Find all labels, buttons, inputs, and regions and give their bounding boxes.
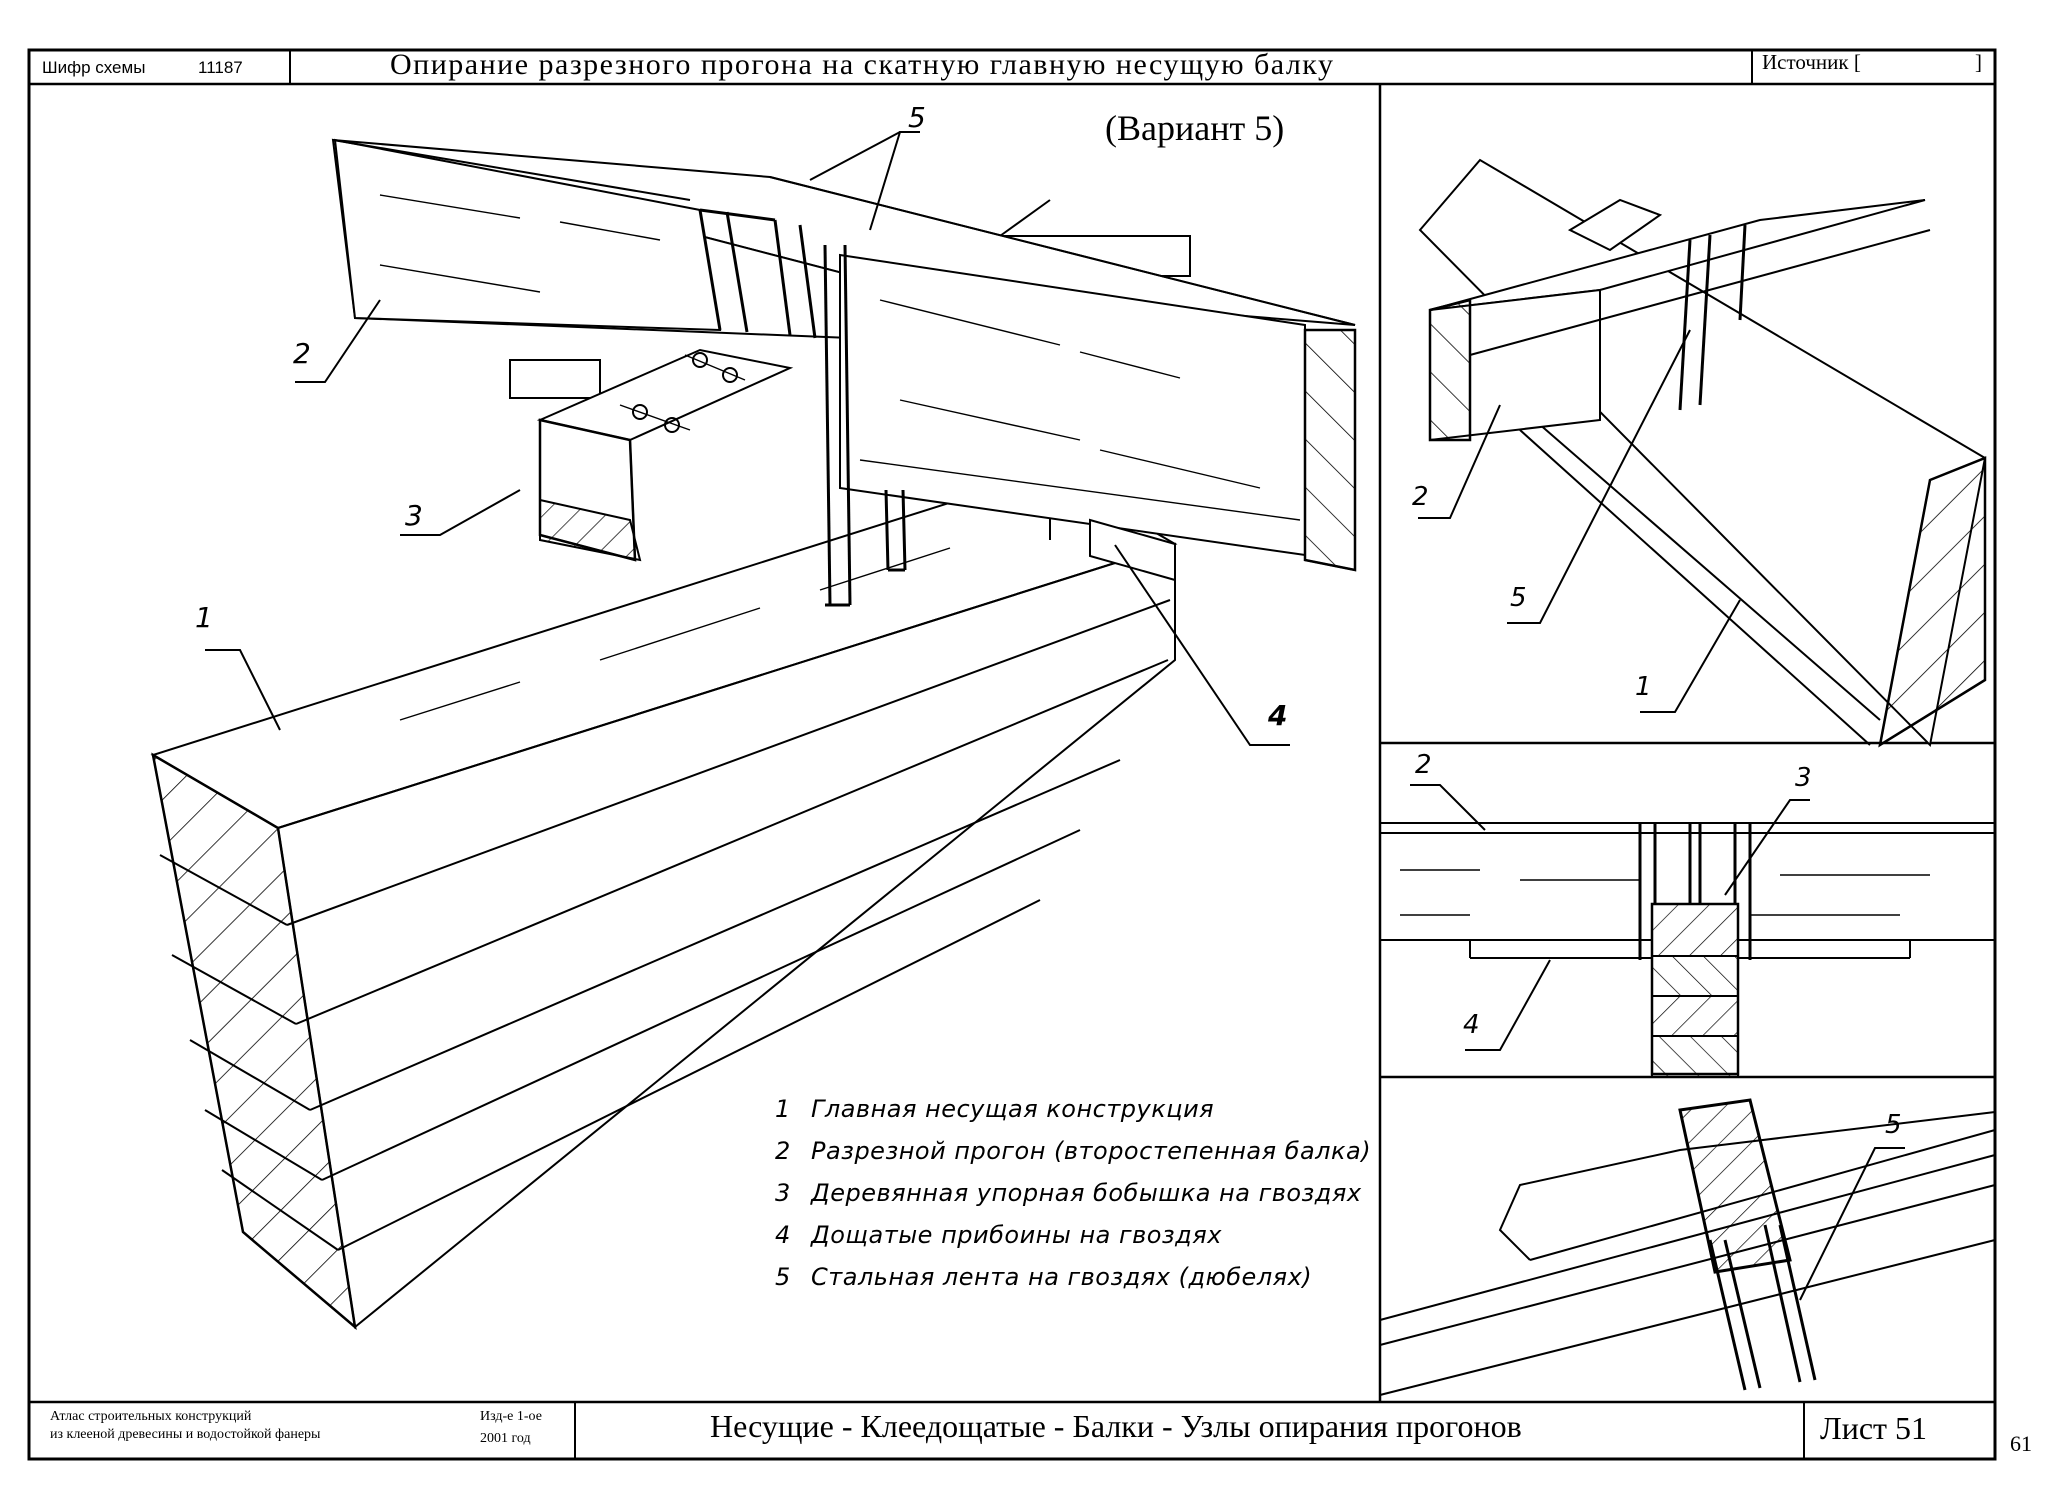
callout-r3-5: 5 [1885, 1110, 1903, 1140]
callout-r1-2: 2 [1412, 482, 1430, 512]
atlas-line-1: Атлас строительных конструкций [50, 1409, 252, 1424]
callout-r1-1: 1 [1635, 672, 1653, 702]
main-view [150, 138, 1357, 1331]
main-leaders [205, 131, 1290, 746]
scheme-label: Шифр схемы [42, 58, 146, 77]
purlin [331, 138, 1357, 572]
source-label: Источник [ [1762, 50, 1861, 74]
right-bottom-leaders [1799, 1147, 1905, 1301]
callout-r2-2: 2 [1415, 750, 1433, 780]
right-bottom-view [1379, 1098, 1996, 1396]
source-close: ] [1975, 50, 1982, 74]
edition: Изд-е 1-ое [480, 1409, 542, 1424]
right-top-leaders [1418, 329, 1741, 713]
breadcrumb: Несущие - Клеедощатые - Балки - Узлы опи… [710, 1408, 1522, 1444]
year: 2001 год [480, 1431, 531, 1446]
stop-block [536, 348, 794, 562]
callout-main-2: 2 [293, 337, 312, 370]
steel-bands [698, 208, 907, 607]
page-number: 61 [2010, 1431, 2032, 1456]
callout-main-4: 4 [1268, 699, 1288, 732]
variant-label: (Вариант 5) [1105, 108, 1285, 148]
right-top-view [1418, 158, 1987, 748]
sheet-number: Лист 51 [1820, 1410, 1928, 1446]
main-beam [150, 469, 1178, 1331]
callout-r2-3: 3 [1795, 763, 1813, 793]
sheet-frame [27, 48, 1997, 1461]
atlas-line-2: из клееной древесины и водостойкой фанер… [50, 1427, 321, 1442]
right-mid-leaders [1410, 784, 1810, 1051]
callout-r2-4: 4 [1463, 1010, 1481, 1040]
callout-main-3: 3 [405, 499, 424, 532]
board-nailers [1089, 518, 1176, 582]
right-mid-view [1380, 822, 1995, 1078]
page-title: Опирание разрезного прогона на скатную г… [390, 48, 1335, 81]
callout-r1-5: 5 [1510, 583, 1528, 613]
callout-main-1: 1 [195, 601, 214, 634]
callout-main-5: 5 [908, 101, 927, 134]
scheme-code: 11187 [198, 58, 243, 77]
